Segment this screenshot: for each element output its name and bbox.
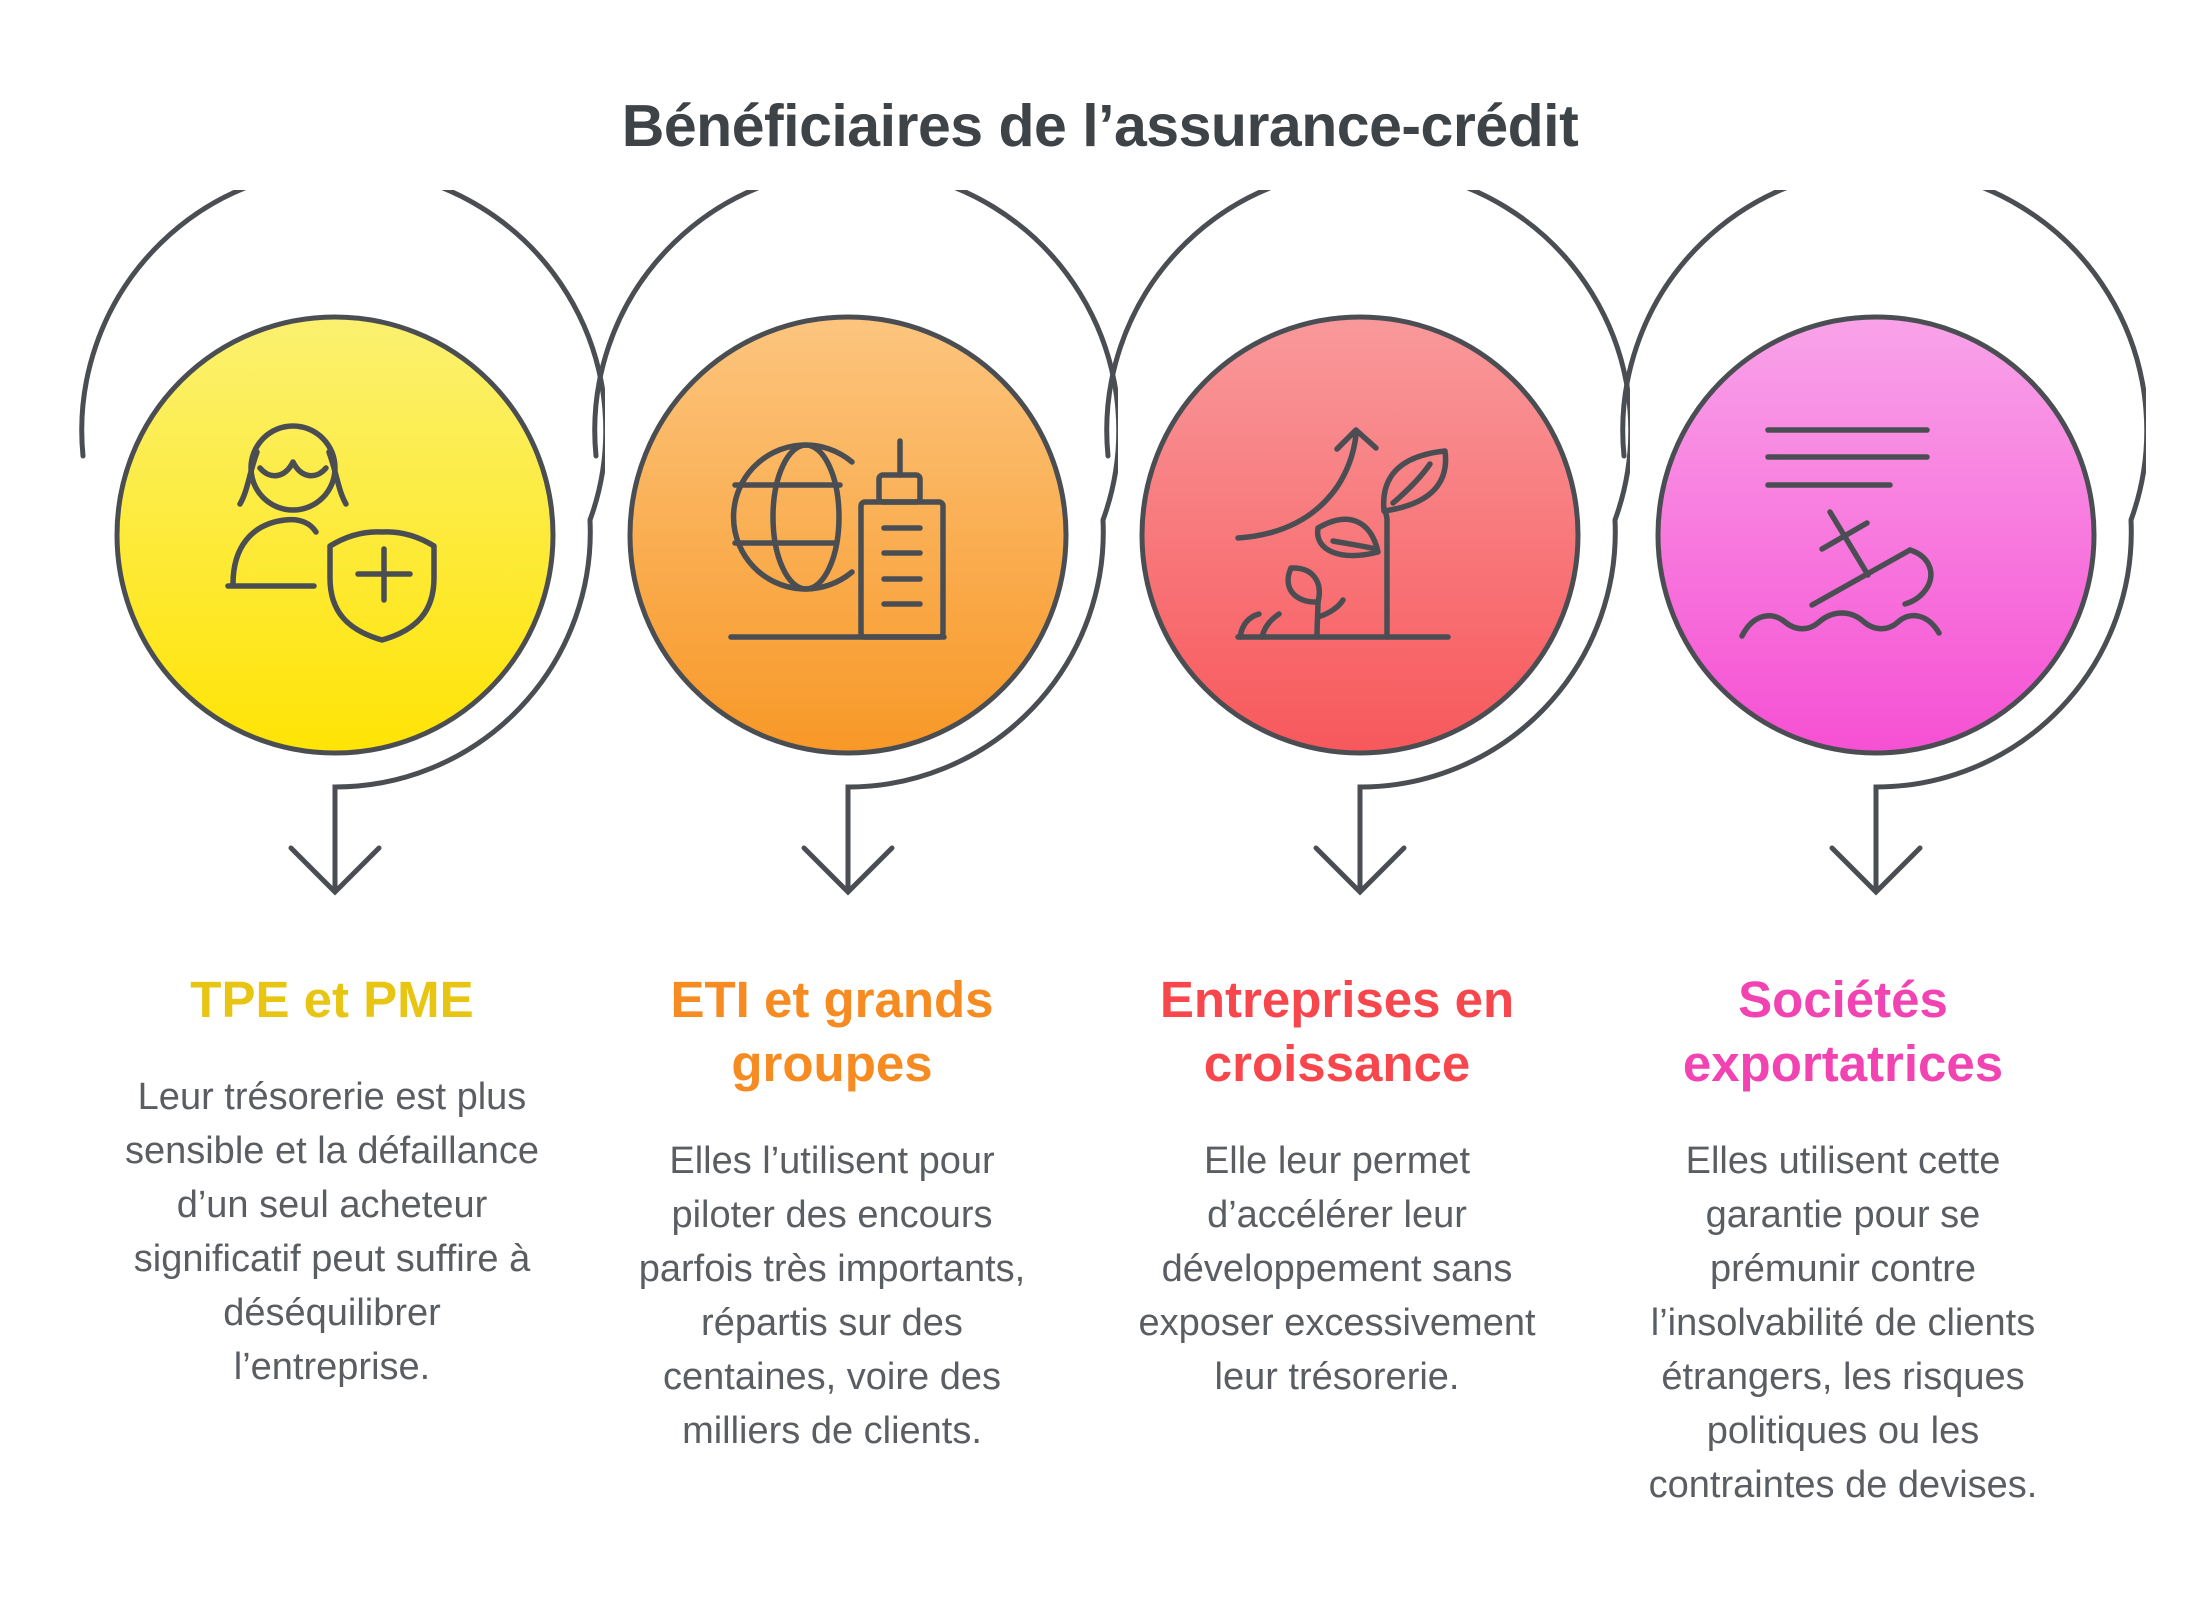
section-circle [1655,314,2097,756]
section-heading: TPE et PME [190,971,474,1028]
globe-building-icon [728,438,947,640]
arrowhead-down-icon [288,845,382,896]
section-text-eti: ETI et grands groupes Elles l’utilisent … [582,968,1082,1458]
arrowhead-down-icon [801,845,895,896]
section-graphic-croissance [1104,190,1630,896]
section-description: Leur trésorerie est plus sensible et la … [124,1076,540,1388]
arrowhead-down-icon [1313,845,1407,896]
section-heading: Entreprises en croissance [1159,971,1515,1092]
section-heading: ETI et grands groupes [670,971,994,1092]
connector-ring-arrow [79,190,605,893]
section-graphic-export [1620,190,2146,896]
sinking-ship-icon [1739,427,1942,639]
connector-ring-arrow [592,190,1118,893]
section-graphic-tpe-pme [79,190,605,896]
arrowhead-down-icon [1829,845,1923,896]
section-circle [1139,314,1581,756]
section-text-tpe-pme: TPE et PME Leur trésorerie est plus sens… [82,968,582,1394]
connector-ring-arrow [1104,190,1630,893]
section-circle [114,314,556,756]
section-text-croissance: Entreprises en croissance Elle leur perm… [1087,968,1587,1404]
section-circle [627,314,1069,756]
section-description: Elles l’utilisent pour piloter des encou… [638,1140,1026,1452]
section-heading: Sociétés exportatrices [1682,971,2004,1092]
section-description: Elles utilisent cette garantie pour se p… [1648,1140,2038,1506]
connector-ring-arrow [1620,190,2146,893]
growth-plant-icon [1235,427,1451,640]
section-graphic-eti [592,190,1118,896]
section-description: Elle leur permet d’accélérer leur dévelo… [1138,1140,1536,1398]
page-title: Bénéficiaires de l’assurance-crédit [621,92,1579,159]
person-with-shield-icon [225,423,437,643]
section-text-export: Sociétés exportatrices Elles utilisent c… [1593,968,2093,1512]
